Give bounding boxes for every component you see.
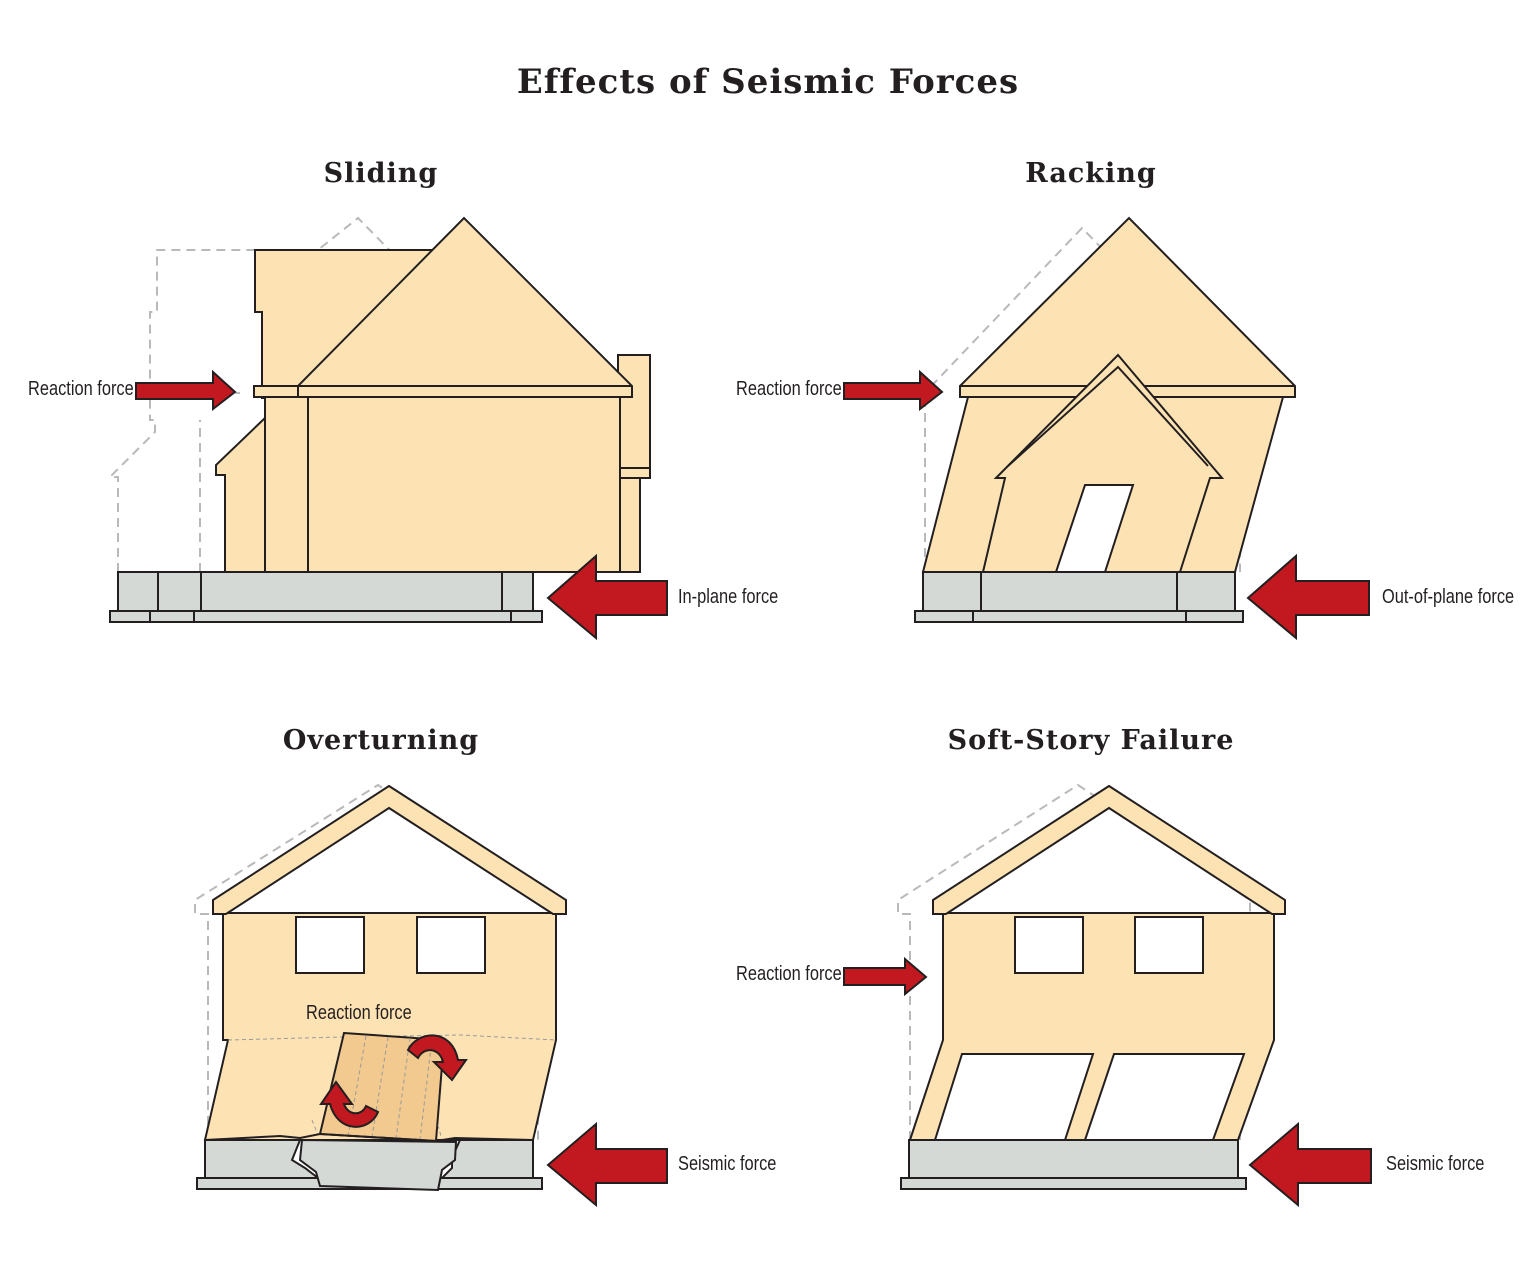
sliding-in-plane-force-label: In-plane force [678,586,779,608]
overturning-reaction-force-label: Reaction force [306,1002,412,1024]
soft-story-window-left [1014,916,1084,974]
overturning-rotation-arrows [319,1034,468,1128]
soft-story-garage-opening-left [933,1053,1095,1141]
racking-out-of-plane-arrow [1246,553,1370,641]
soft-story-seismic-force-label: Seismic force [1386,1153,1485,1175]
sliding-reaction-force-label: Reaction force [28,378,134,400]
sliding-foundation [109,571,543,623]
overturning-illustration [194,783,668,1208]
soft-story-window-right [1134,916,1204,974]
sliding-ghost-outline [107,216,546,572]
sliding-reaction-arrow [135,369,237,412]
racking-reaction-force-label: Reaction force [736,378,842,400]
diagram-title: Effects of Seismic Forces [516,62,1020,102]
soft-story-reaction-arrow [843,956,928,997]
overturning-window-right [416,916,486,974]
overturning-seismic-arrow [546,1121,668,1208]
sliding-illustration [107,216,668,641]
sliding-house [215,216,651,573]
soft-story-seismic-arrow [1248,1121,1372,1208]
racking-foundation [914,571,1244,623]
panel-title-racking: Racking [1025,158,1157,189]
soft-story-house [908,784,1286,1141]
soft-story-reaction-force-label: Reaction force [736,963,842,985]
overturning-window-left [295,916,365,974]
soft-story-foundation [900,1139,1247,1190]
overturning-house [203,784,567,1143]
racking-illustration [843,216,1370,641]
panel-title-overturning: Overturning [282,725,480,756]
overturning-seismic-force-label: Seismic force [678,1153,777,1175]
overturning-foundation [196,1138,543,1192]
panel-title-soft-story: Soft-Story Failure [947,725,1235,756]
racking-out-of-plane-force-label: Out-of-plane force [1382,586,1515,608]
sliding-in-plane-arrow [546,553,668,641]
panel-title-sliding: Sliding [323,158,439,189]
racking-reaction-arrow [843,369,944,412]
soft-story-illustration [843,783,1372,1208]
racking-house [921,216,1296,573]
